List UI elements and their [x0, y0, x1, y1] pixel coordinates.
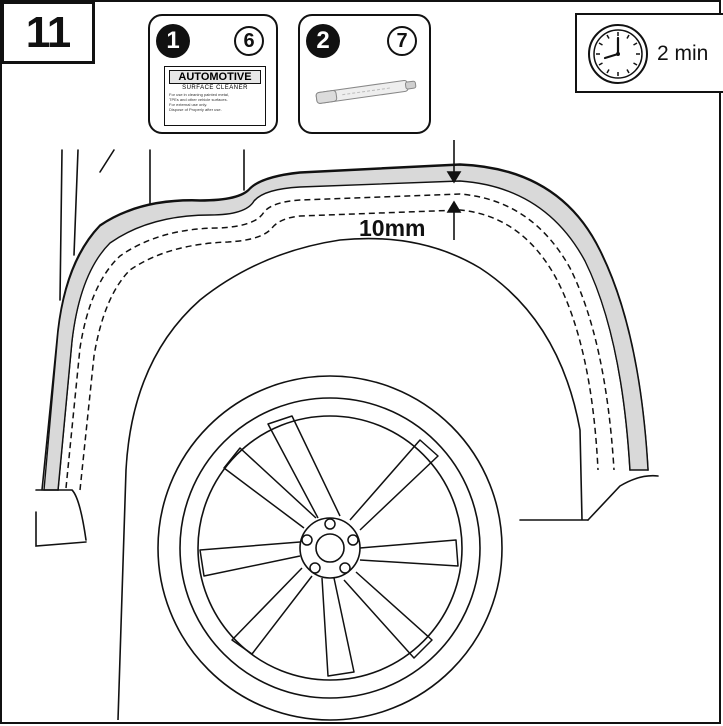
item-quantity: 7	[387, 26, 417, 56]
sill-line-left	[35, 489, 87, 541]
lug-nut	[339, 562, 351, 574]
wheel-well-outline	[117, 237, 583, 721]
item-card-surface-cleaner: 1 6 AUTOMOTIVE SURFACE CLEANER For use i…	[148, 14, 278, 134]
arrow-head-up	[446, 200, 462, 213]
wheel-spoke	[223, 447, 317, 529]
step-number: 11	[25, 7, 72, 57]
item-index-badge: 1	[156, 24, 190, 58]
cleaner-fine-print-line: For use in cleaning painted metal,	[169, 92, 230, 97]
cleaner-label-title: AUTOMOTIVE	[169, 70, 261, 84]
dashed-guide-outer	[65, 193, 615, 489]
step-number-box: 11	[1, 1, 95, 64]
item-card-primer-pen: 2 7	[298, 14, 431, 134]
wheel-spoke	[343, 571, 433, 659]
cleaner-fine-print-line: For external use only.	[169, 102, 208, 107]
time-estimate-box: 2 min	[575, 13, 723, 93]
rim-outer	[197, 415, 463, 681]
item-index-badge: 2	[306, 24, 340, 58]
lug-nut	[347, 534, 359, 546]
clock-icon	[588, 24, 648, 84]
offset-measurement-label: 10mm	[359, 215, 426, 241]
dashed-guide-inner	[79, 209, 599, 491]
wheel-spoke	[359, 539, 459, 567]
wheel-spoke	[349, 439, 439, 531]
bumper-line-left	[35, 511, 87, 547]
tire-inner	[179, 397, 481, 699]
cleaner-fine-print-line: TPEs and other vehicle surfaces.	[169, 97, 228, 102]
sill-line-right	[587, 474, 659, 521]
lug-nut	[309, 562, 321, 574]
item-quantity: 6	[234, 26, 264, 56]
time-duration: 2 min	[657, 42, 709, 65]
body-panel-line	[99, 149, 115, 173]
lug-nut	[324, 518, 336, 530]
protection-tape-strip	[43, 164, 649, 491]
body-panel-line	[59, 149, 63, 301]
body-panel-line	[73, 149, 79, 256]
wheel-spoke	[199, 541, 301, 577]
cleaner-fine-print-line: Dispose of Properly after use.	[169, 107, 222, 112]
wheel-spoke	[321, 577, 355, 677]
wheel-spoke	[267, 415, 341, 519]
hub-center	[315, 533, 345, 563]
cleaner-label-subtitle: SURFACE CLEANER	[182, 85, 248, 91]
tire-outer	[157, 375, 503, 721]
wheel-spoke	[231, 567, 313, 655]
lug-nut	[301, 534, 313, 546]
surface-cleaner-label: AUTOMOTIVE SURFACE CLEANER For use in cl…	[164, 66, 266, 126]
primer-pen-icon	[315, 79, 417, 104]
arrow-head-down	[446, 171, 462, 184]
fender-inner-edge	[57, 179, 631, 491]
